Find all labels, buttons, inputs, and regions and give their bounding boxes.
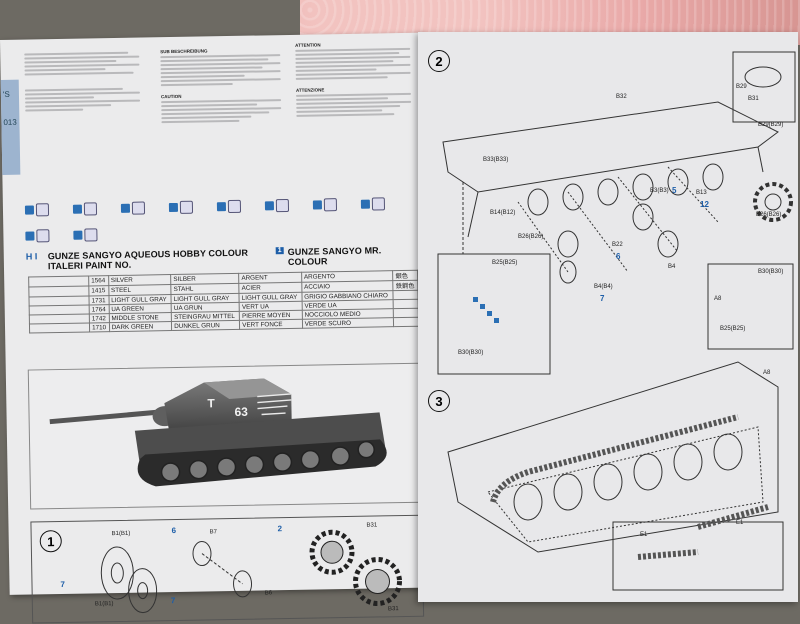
heading-sub-beschreibung: SUB BESCHREIBUNG [160,48,208,55]
paint-cell-jp2: 鉄鋼色 [393,280,418,291]
tag-6: 6 [171,526,177,536]
step-1-panel: 1 B1(B1) B7 B6 B1(B1) B31 B31 7 6 7 2 [30,514,425,624]
paint-cell-jp2 [393,290,419,300]
strip-text-2: 013 [3,117,17,127]
label-b30-left: B30(B30) [458,350,484,356]
label-b22: B22 [612,242,623,248]
star-icon [227,199,242,213]
tag-7-b: 7 [170,596,176,606]
label-b31-top: B31 [366,522,378,529]
label-b33: B33(B33) [483,157,509,163]
label-b31: B31 [748,96,759,102]
paint-cell-de: DUNKEL GRUN [171,320,240,331]
tank-marking: 63 [234,405,248,419]
label-b1-bottom: B1(B1) [94,601,114,608]
decal-icon [179,200,194,214]
header-letter-h: H [25,251,33,262]
label-b14: B14(B12) [490,210,516,216]
text-block-german: SUB BESCHREIBUNG CAUTION [160,47,282,125]
label-b25: B25(B25) [492,260,518,266]
label-b1-top: B1(B1) [111,530,131,538]
label-b4: B4 [668,264,676,270]
heading-attention: ATTENTION [295,42,321,48]
paint-cell-code: 1731 [88,295,109,305]
label-e1-a: E1 [640,532,648,538]
instruction-page-right: 2 [418,32,798,602]
label-b25-right: B25(B25) [720,326,746,332]
strip-text-1: 'S [2,89,10,99]
tag-12: 12 [700,200,709,209]
paint-cell-code: 1415 [88,285,109,296]
label-b4-b4: B4(B4) [594,284,613,290]
paint-cell-jp2 [393,308,419,318]
svg-text:T: T [207,396,215,410]
side-strip: 'S 013 [0,79,21,175]
label-b29: B29 [736,84,747,90]
paint-header: H I GUNZE SANGYO AQUEOUS HOBBY COLOUR IT… [25,245,418,271]
label-a8-inset: A8 [714,296,722,302]
text-block-japanese [24,50,141,114]
header-letter-i: I [34,251,38,262]
label-b30-right: B30(B30) [758,269,784,275]
label-b13: B13 [696,190,707,196]
label-b31-bottom: B31 [387,606,399,613]
step-1-diagram [100,529,403,614]
label-b3: B3(B3) [650,188,669,194]
apply-icon [36,228,50,242]
label-b26-left: B26(B26) [518,234,544,240]
text-block-french: ATTENTION ATTENZIONE [295,41,412,119]
label-b7: B7 [209,529,218,536]
tag-2: 2 [277,524,283,534]
instruction-page-left: 'S 013 SUB BESCHREIBUNG CAUTION ATTENTIO… [0,32,432,624]
paint-icon [275,198,290,212]
tag-7-right: 7 [600,294,605,303]
option-icon [371,196,386,211]
paint-cell-jp2 [393,299,419,309]
paint-cell-code: 1764 [89,304,109,314]
step-2-number: 2 [428,50,450,72]
heading-caution: CAUTION [160,94,182,100]
assembly-diagram [437,51,796,591]
mr-colour-icon: 1 [275,247,284,255]
tank-illustration: 63 T [27,362,423,510]
heading-attenzione: ATTENZIONE [295,87,325,94]
step-3-number: 3 [428,390,450,412]
drill-icon [131,200,146,215]
label-b26-right: B26(B26) [756,212,782,218]
heading-hobby-colour: GUNZE SANGYO AQUEOUS HOBBY COLOUR [47,247,249,262]
paint-cell-code: 1742 [89,313,110,323]
tag-6-right: 6 [616,252,621,261]
paint-cell-fr: VERT FONCE [239,319,303,330]
symbol-legend [24,193,418,248]
tag-5: 5 [672,186,677,195]
paint-cell-it: VERDE SCURO [302,317,394,329]
heading-italeri: ITALERI PAINT NO. [47,259,132,272]
remove-icon [84,227,98,242]
paint-cell-en: DARK GREEN [109,321,172,332]
label-b32: B32 [616,94,627,100]
label-e1-b: E1 [736,520,744,526]
paint-cell-jp [29,322,90,334]
label-b29-b29: B29(B29) [758,122,784,128]
label-a8-step3: A8 [763,370,771,376]
cut-icon [83,201,98,216]
paint-cell-jp2 [393,317,419,327]
glue-icon [35,202,50,216]
label-b6: B6 [264,590,273,597]
tank-svg: 63 T [49,378,387,487]
repeat-icon [323,197,338,211]
heading-mr-colour: GUNZE SANGYO MR. COLOUR [287,245,382,268]
paint-cell-code: 1710 [89,322,110,332]
paint-cell-code: 1564 [88,275,109,286]
paint-cell-jp2: 銀色 [392,270,418,281]
tag-7-a: 7 [60,579,66,590]
